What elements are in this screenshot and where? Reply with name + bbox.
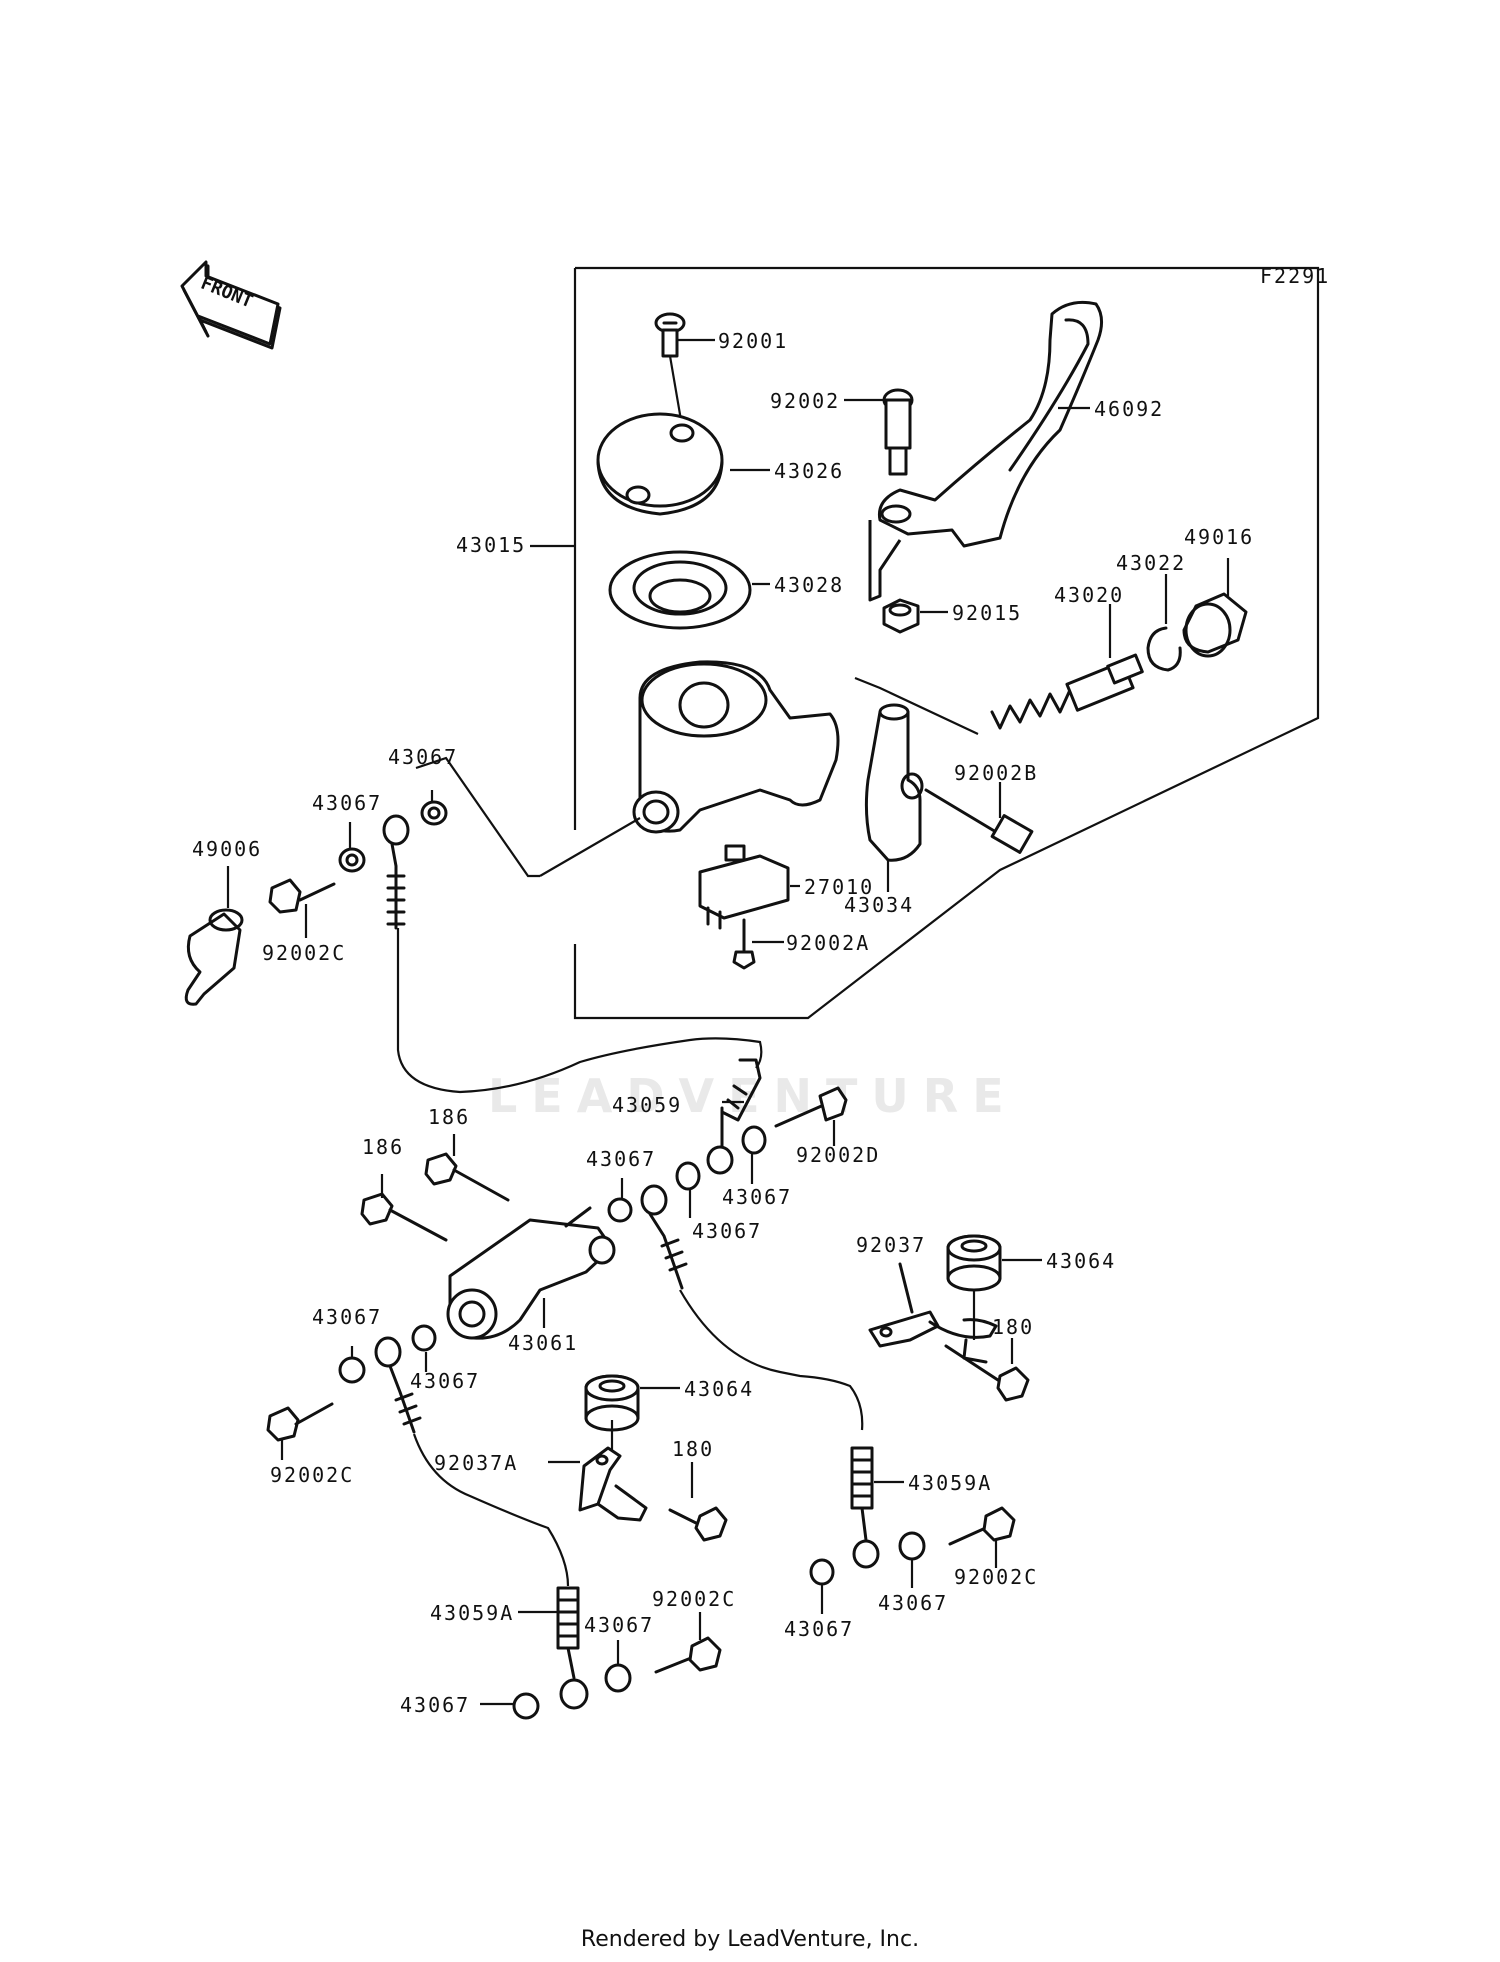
callout-label: 43067 <box>584 1613 654 1637</box>
grommet-43064-upper <box>946 1234 1042 1292</box>
callout-label: 43067 <box>878 1591 948 1615</box>
bolt-180-lower <box>668 1462 728 1542</box>
callout-label: 46092 <box>1094 397 1164 421</box>
callout-label: 92002B <box>954 761 1038 785</box>
bracket-92037A <box>548 1446 648 1522</box>
master-cylinder-body <box>539 660 840 877</box>
callout-label: 43067 <box>410 1369 480 1393</box>
callout-label: 27010 <box>804 875 874 899</box>
callout-label: 43028 <box>774 573 844 597</box>
banjo-fitting-upper <box>382 814 410 930</box>
diaphragm-43028 <box>608 550 770 630</box>
washer-43067-f <box>411 1324 437 1352</box>
bolt-92002B <box>924 782 1034 854</box>
fitting-43059A-right <box>850 1446 904 1569</box>
fitting-43059 <box>706 1058 762 1175</box>
callout-label: 43067 <box>312 791 382 815</box>
joint-43061 <box>446 1206 616 1340</box>
washer-43067-g <box>338 1356 366 1384</box>
callout-label: 49016 <box>1184 525 1254 549</box>
grommet-43064-lower <box>584 1374 680 1432</box>
callout-label: 92002C <box>954 1565 1038 1589</box>
screw-92002A <box>732 918 784 970</box>
callout-label: 43067 <box>784 1617 854 1641</box>
bolt-186-a <box>424 1134 510 1202</box>
bolt-180-upper <box>944 1338 1030 1402</box>
front-arrow-icon: FRONT <box>180 260 282 350</box>
watermark: LEADVENTURE <box>488 1069 1018 1123</box>
nut-92015 <box>882 598 948 634</box>
callout-label: 92002A <box>786 931 870 955</box>
bolt-92002C-lower-left <box>266 1402 334 1460</box>
hose-lower-right <box>679 1289 864 1431</box>
callout-label: 180 <box>672 1437 714 1461</box>
callout-label: 43059 <box>612 1093 682 1117</box>
callout-label: 43059A <box>430 1601 514 1625</box>
callout-label: 186 <box>428 1105 470 1129</box>
callout-label: 43022 <box>1116 551 1186 575</box>
callout-label: 43064 <box>684 1377 754 1401</box>
callout-label: 43026 <box>774 459 844 483</box>
bolt-92002D <box>774 1086 848 1146</box>
reservoir-cap-49006 <box>184 866 244 1006</box>
hose-lower-left <box>412 1433 570 1587</box>
bolt-186-b <box>360 1174 448 1242</box>
callout-label: 92037A <box>434 1451 518 1475</box>
callout-label: 92015 <box>952 601 1022 625</box>
washer-43067-h <box>898 1531 926 1561</box>
callout-label: 43067 <box>400 1693 470 1717</box>
callout-label: 92037 <box>856 1233 926 1257</box>
washer-43067-e <box>607 1197 633 1223</box>
hose-upper <box>396 928 763 1094</box>
callout-label: 43015 <box>456 533 526 557</box>
circlip-43022 <box>1146 574 1182 672</box>
washer-43067-j <box>604 1663 632 1693</box>
bolt-92002C-upper <box>268 878 336 938</box>
piston-43020 <box>990 604 1144 730</box>
callout-label: 43067 <box>312 1305 382 1329</box>
banjo-fitting-mid <box>640 1184 688 1290</box>
assembly-outline-43015 <box>573 266 1320 1020</box>
callout-label: 43067 <box>722 1185 792 1209</box>
bracket-92037 <box>868 1262 998 1364</box>
fitting-43059A-left <box>518 1586 589 1710</box>
callout-label: 92002C <box>270 1463 354 1487</box>
lever-46092 <box>868 300 1103 602</box>
washer-43067-upper-b <box>338 822 366 873</box>
switch-27010 <box>698 844 800 930</box>
callout-label: 92001 <box>718 329 788 353</box>
washer-43067-upper-a <box>420 790 448 826</box>
washer-43067-d <box>675 1161 701 1191</box>
bolt-92002C-left <box>654 1612 722 1674</box>
clamp-43034 <box>864 703 924 892</box>
pivot-bolt-92002 <box>844 388 914 476</box>
callout-label: 43061 <box>508 1331 578 1355</box>
callout-label: 92002 <box>770 389 840 413</box>
bolt-92002C-right <box>948 1506 1016 1568</box>
screw-92001 <box>654 312 715 358</box>
washer-43067-c <box>741 1125 767 1155</box>
callout-label: 43020 <box>1054 583 1124 607</box>
callout-label: 92002C <box>262 941 346 965</box>
callout-label: 43067 <box>388 745 458 769</box>
washer-43067-k <box>512 1692 540 1720</box>
callout-label: 92002C <box>652 1587 736 1611</box>
callout-label: 180 <box>992 1315 1034 1339</box>
footer-credit: Rendered by LeadVenture, Inc. <box>581 1927 919 1952</box>
washer-43067-i <box>809 1558 835 1586</box>
callout-label: 186 <box>362 1135 404 1159</box>
callout-label: 49006 <box>192 837 262 861</box>
callout-label: 43067 <box>586 1147 656 1171</box>
callout-label: 43059A <box>908 1471 992 1495</box>
callout-label: 43034 <box>844 893 914 917</box>
callout-label: 43067 <box>692 1219 762 1243</box>
banjo-fitting-lower-left <box>374 1336 422 1434</box>
cap-43026 <box>596 412 770 516</box>
callout-label: 43064 <box>1046 1249 1116 1273</box>
callout-label: 92002D <box>796 1143 880 1167</box>
dust-boot-49016 <box>1182 558 1248 658</box>
